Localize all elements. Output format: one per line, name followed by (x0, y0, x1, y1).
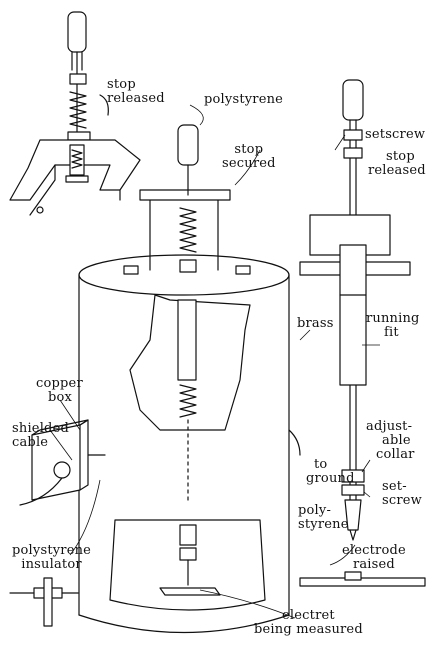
label-stop-released-top: stop released (107, 77, 165, 106)
label-setscrew-top: setscrew (365, 127, 426, 142)
label-to-ground: to ground (306, 457, 355, 486)
label-brass: brass (297, 316, 334, 331)
label-electrode-raised: electrode raised (342, 543, 406, 572)
detail-electrode-bottom (299, 571, 426, 587)
label-polystyrene-insulator: polystyrene insulator (12, 543, 92, 572)
label-copper-box: copper box (36, 376, 83, 405)
label-running-fit: running fit (366, 311, 420, 340)
main-cylinder (78, 124, 301, 634)
label-polystyrene-top: polystyrene (204, 92, 284, 107)
detail-running-fit (299, 79, 411, 541)
label-polystyrene-right: poly- styrene (298, 503, 349, 532)
label-stop-secured: stop secured (222, 142, 276, 171)
detail-polystyrene-insulator (9, 577, 79, 627)
detail-copper-box (19, 419, 106, 506)
label-shielded-cable: shielded cable (12, 421, 69, 450)
label-electret: electret being measured (254, 608, 363, 637)
label-setscrew-bottom: set- screw (382, 479, 422, 508)
detail-stop-released (9, 11, 141, 216)
label-adjustable-collar: adjust- able collar (366, 419, 415, 462)
label-stop-released-right: stop released (368, 149, 426, 178)
leader-lines (49, 104, 380, 619)
